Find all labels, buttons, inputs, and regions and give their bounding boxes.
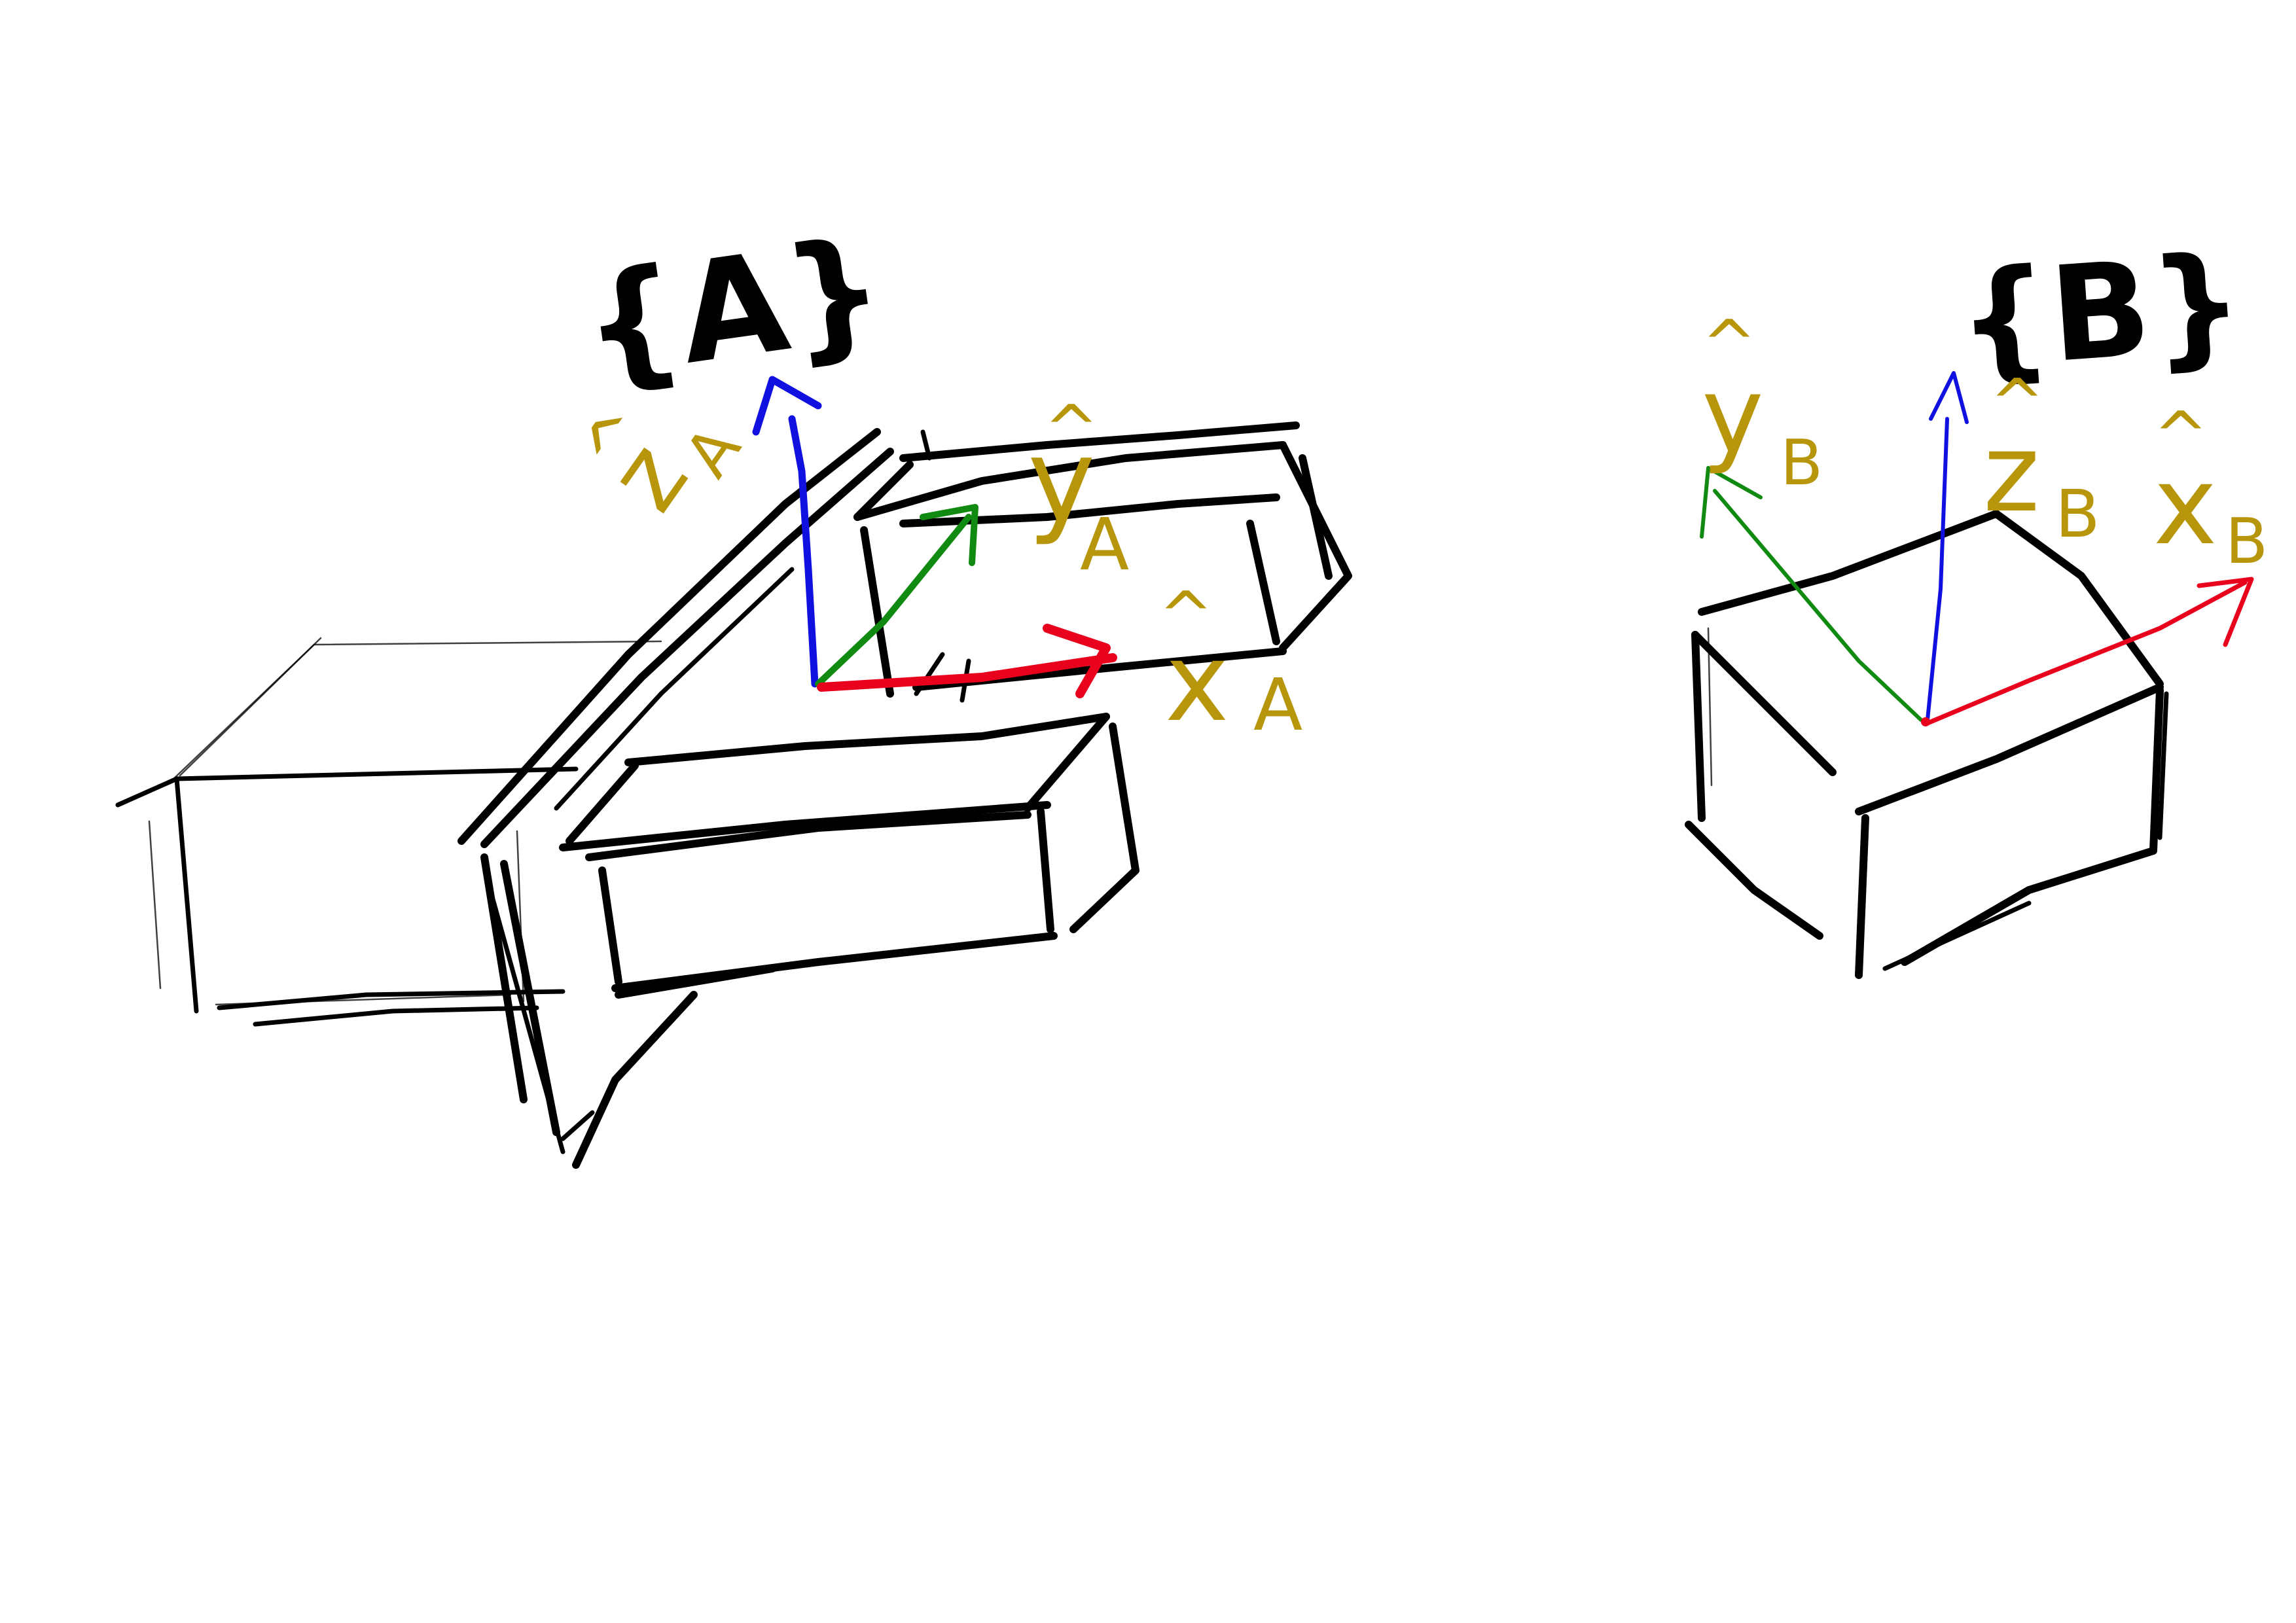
frame-b-axes: [1700, 371, 2254, 726]
frame-a-title: {A}: [573, 208, 894, 409]
slanted-plate: [457, 428, 894, 1169]
x-axis-a-subscript: A: [1253, 663, 1302, 747]
x-axis-b-letter: x: [2153, 443, 2217, 569]
x-axis-b-label: ^ x B: [2153, 397, 2268, 578]
x-axis-a-arrow: [817, 624, 1117, 698]
box-b: [1685, 510, 2169, 979]
y-axis-a-label: ^ y A: [1028, 391, 1129, 586]
y-axis-b-hat: ^: [1702, 306, 1757, 382]
y-axis-a-hat: ^: [1044, 391, 1099, 467]
y-axis-b-subscript: B: [1780, 427, 1823, 499]
z-axis-b-label: ^ z B: [1983, 365, 2100, 552]
z-axis-b-arrow: [1926, 371, 1969, 722]
frame-b-title: {B}: [1952, 226, 2248, 399]
z-axis-b-hat: ^: [1990, 365, 2045, 441]
y-axis-b-letter: y: [1702, 354, 1764, 476]
x-axis-a-letter: x: [1165, 620, 1229, 745]
frame-a-axes: [752, 376, 1117, 698]
y-axis-b-arrow: [1700, 466, 1923, 722]
x-axis-b-subscript: B: [2225, 506, 2268, 578]
x-axis-b-arrow: [1925, 577, 2254, 726]
frame-a-scene: {A} ^ z A ^ y A ^ x A: [115, 208, 1352, 1169]
x-axis-a-label: ^ x A: [1158, 577, 1302, 747]
z-axis-b-letter: z: [1983, 410, 2040, 536]
rear-box: [115, 637, 662, 1027]
z-axis-a-arrow: [752, 376, 822, 688]
x-axis-b-hat: ^: [2153, 397, 2208, 474]
z-axis-b-subscript: B: [2055, 476, 2100, 552]
frame-b-origin: [1921, 717, 1930, 726]
x-axis-a-hat: ^: [1158, 577, 1213, 654]
y-axis-b-label: ^ y B: [1702, 306, 1823, 499]
y-axis-a-arrow: [815, 504, 978, 687]
y-axis-a-letter: y: [1028, 415, 1096, 548]
frame-b-scene: {B} ^ y B ^ z B ^ x B: [1685, 226, 2268, 979]
y-axis-a-subscript: A: [1080, 503, 1129, 586]
